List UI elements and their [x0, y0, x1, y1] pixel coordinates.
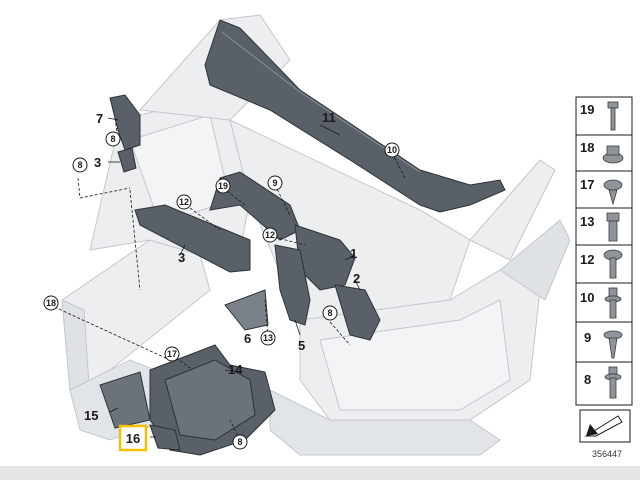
- callout-8-upper: 8: [105, 131, 121, 147]
- label-part-15: 15: [84, 408, 98, 423]
- legend-10: 10: [580, 290, 594, 305]
- bottom-bar: [0, 466, 640, 480]
- svg-text:17: 17: [167, 349, 177, 359]
- label-part-11: 11: [322, 110, 336, 125]
- part-4-bracket: [117, 147, 137, 173]
- legend-9: 9: [584, 330, 591, 345]
- screw-9-icon: [603, 330, 623, 359]
- callout-10: 10: [384, 142, 400, 158]
- callout-8-bottom: 8: [232, 434, 248, 450]
- label-part-4: 3: [94, 155, 101, 170]
- reference-number: 356447: [592, 449, 622, 459]
- label-part-5: 5: [298, 338, 305, 353]
- callout-17: 17: [164, 346, 180, 362]
- svg-text:8: 8: [77, 160, 82, 170]
- screw-13-icon: [606, 212, 620, 242]
- svg-text:19: 19: [218, 181, 228, 191]
- callout-12-right: 12: [262, 227, 278, 243]
- bolt-19-icon: [607, 101, 619, 131]
- svg-text:12: 12: [265, 230, 275, 240]
- callout-8-right: 8: [322, 305, 338, 321]
- part-5-column: [274, 244, 311, 326]
- label-part-3: 3: [178, 250, 185, 265]
- svg-text:8: 8: [237, 437, 242, 447]
- callout-13: 13: [260, 330, 276, 346]
- callouts: 8 8 10 19 9 12 12 18 8 13 17 8: [43, 131, 400, 450]
- svg-text:13: 13: [263, 333, 273, 343]
- label-part-2: 2: [353, 271, 360, 286]
- svg-text:9: 9: [272, 178, 277, 188]
- bolt-10-icon: [604, 287, 622, 319]
- nut-18-icon: [602, 145, 624, 164]
- legend-13: 13: [580, 214, 594, 229]
- fastener-legend: 19 18 17 13 12 10 9 8: [575, 96, 633, 459]
- legend-12: 12: [580, 252, 594, 267]
- parts: [99, 19, 506, 456]
- part-16-piece: [149, 424, 181, 451]
- callout-19: 19: [215, 178, 231, 194]
- part-labels: 7 3 3 11 1 2 6 5 14 15: [84, 110, 360, 423]
- legend-8: 8: [584, 372, 591, 387]
- clip-17-icon: [603, 179, 623, 206]
- callout-18: 18: [43, 295, 59, 311]
- label-part-7: 7: [96, 111, 103, 126]
- callout-12-left: 12: [176, 194, 192, 210]
- svg-text:8: 8: [327, 308, 332, 318]
- part-9-upper-bracket: [209, 171, 301, 241]
- part-6-plate: [224, 289, 269, 331]
- part-3-strut-brace: [134, 204, 251, 273]
- screw-8-icon: [604, 366, 622, 399]
- part-7-bracket: [109, 94, 141, 151]
- screw-12-icon: [603, 249, 623, 279]
- legend-19: 19: [580, 102, 594, 117]
- svg-text:10: 10: [387, 145, 397, 155]
- part-15-duct: [99, 371, 151, 429]
- label-part-6: 6: [244, 331, 251, 346]
- svg-text:8: 8: [110, 134, 115, 144]
- part-11-cowl-panel: [204, 19, 506, 213]
- label-part-1: 1: [350, 246, 357, 261]
- legend-18: 18: [580, 140, 594, 155]
- svg-text:12: 12: [179, 197, 189, 207]
- svg-text:18: 18: [46, 298, 56, 308]
- label-part-14: 14: [228, 362, 243, 377]
- callout-9: 9: [267, 175, 283, 191]
- legend-17: 17: [580, 177, 594, 192]
- callout-8-left: 8: [72, 157, 88, 173]
- highlight-part-16[interactable]: 16: [118, 424, 148, 452]
- direction-arrow-box: [579, 409, 631, 443]
- svg-text:16: 16: [126, 431, 140, 446]
